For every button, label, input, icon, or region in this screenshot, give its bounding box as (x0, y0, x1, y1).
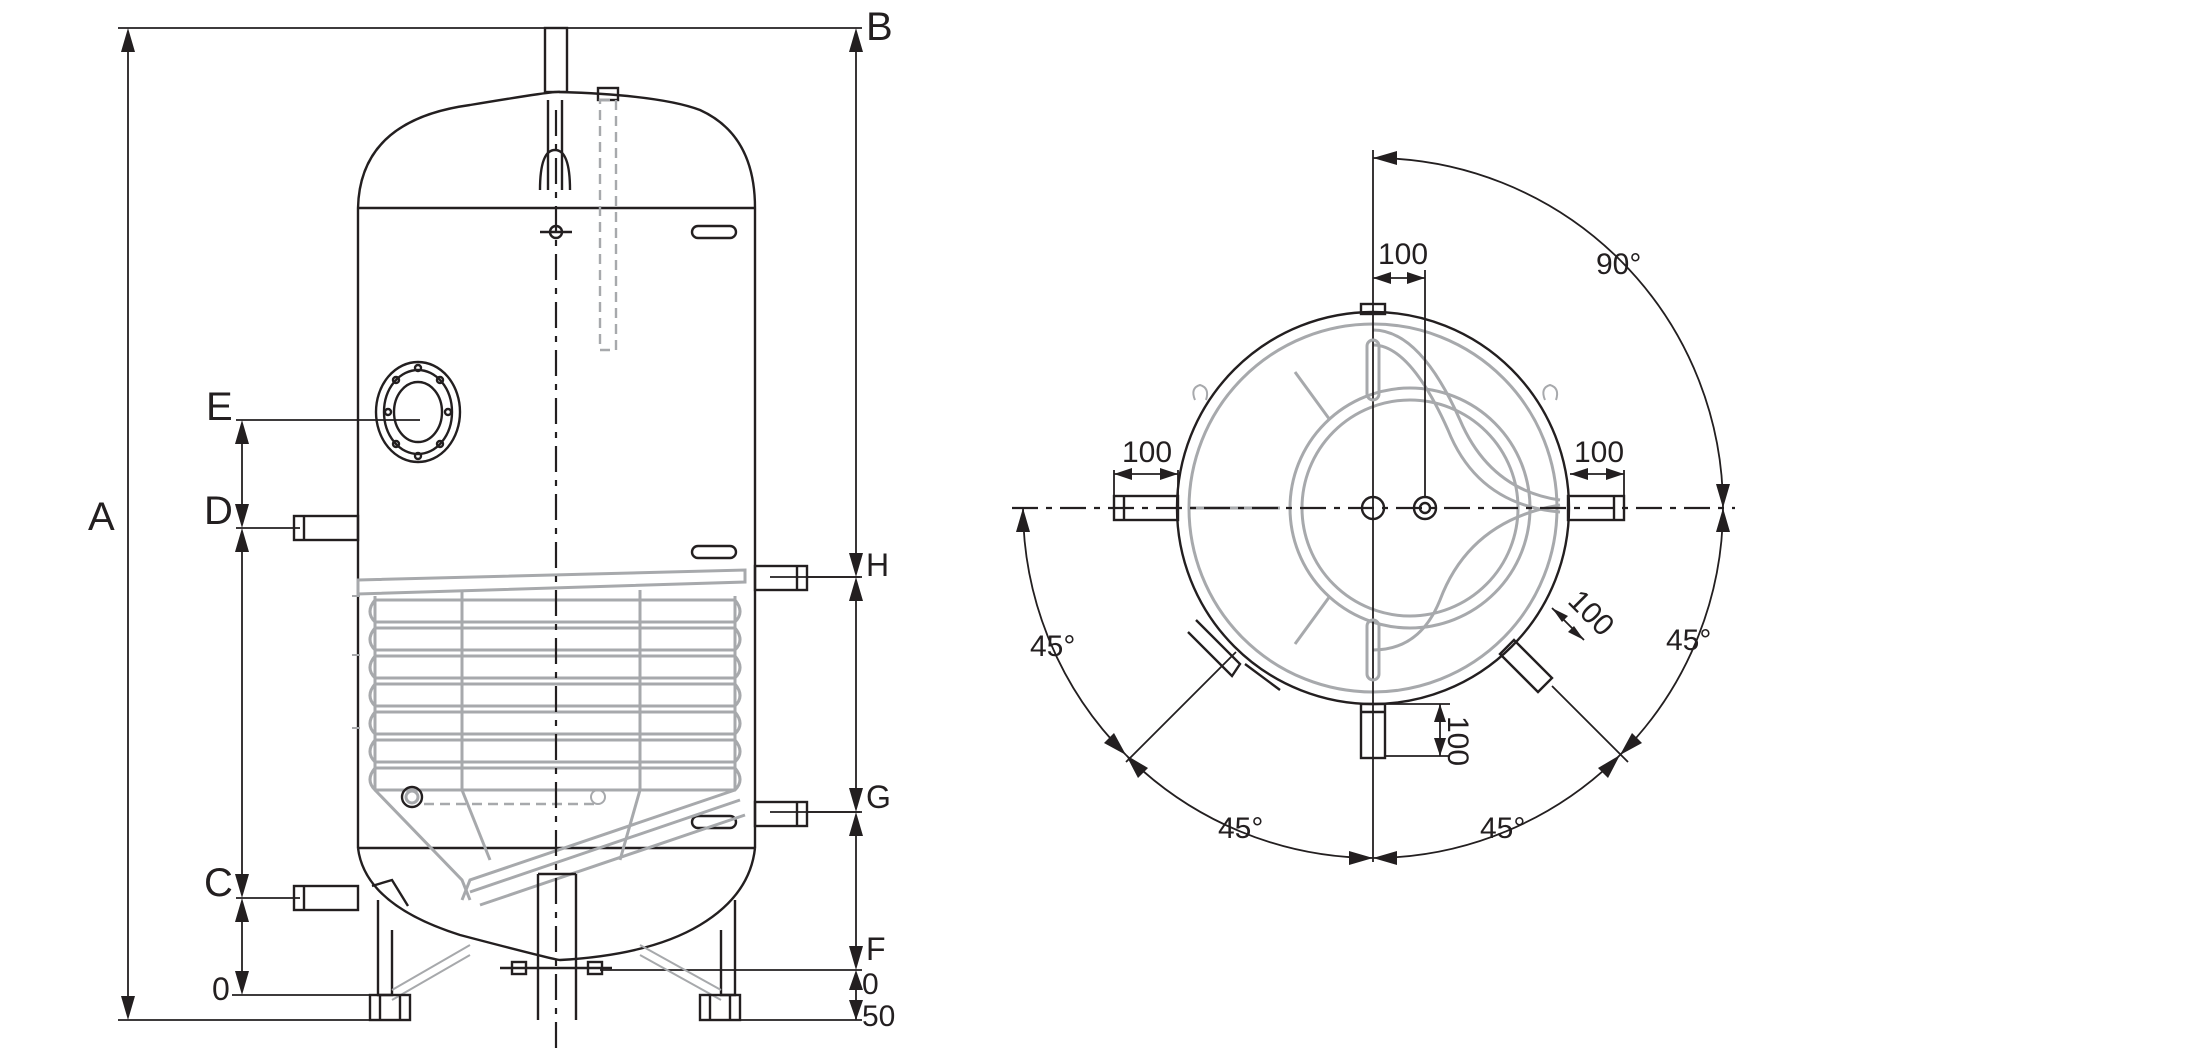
label-zero-left: 0 (212, 971, 230, 1007)
sensor-well (596, 86, 620, 352)
angle-top-right-label: 90° (1596, 248, 1641, 281)
dim-left-offset: 100 (1113, 436, 1179, 496)
dimension-chain-left (232, 419, 420, 996)
angle-bottom-left-label: 45° (1218, 812, 1263, 845)
top-view-lugs (1192, 383, 1559, 401)
manhole-flange (374, 360, 462, 464)
top-view-left-nozzle (1112, 494, 1180, 522)
label-a: A (88, 495, 115, 539)
angle-right-label: 45° (1666, 624, 1711, 657)
side-view: A B E D C 0 H G F 0 50 (88, 5, 895, 1048)
tank-legs (368, 900, 742, 1022)
top-view: 100 100 100 100 (1012, 150, 1735, 865)
bottom-pipe (500, 872, 612, 1020)
nozzle-c (292, 878, 410, 912)
heating-coil (352, 568, 747, 907)
top-view-top-nozzle (1359, 302, 1387, 682)
label-d: D (204, 489, 233, 533)
label-base-height: 50 (862, 1000, 895, 1033)
dimension-line-b (849, 28, 863, 577)
angle-left-label: 45° (1030, 630, 1075, 663)
dim-top-offset: 100 (1373, 238, 1428, 284)
nozzle-g (753, 800, 860, 828)
dimension-line-a (118, 27, 862, 1021)
top-view-center-port (1360, 495, 1386, 521)
top-view-bottom-nozzle (1359, 702, 1387, 760)
label-g: G (866, 779, 891, 815)
dim-bottom-offset: 100 (1385, 703, 1474, 766)
dim-right-offset: 100 (1570, 436, 1625, 496)
dim-diagonal-offset-label: 100 (1562, 584, 1621, 643)
label-c: C (204, 861, 233, 905)
angle-bottom-right-label: 45° (1480, 812, 1525, 845)
side-slots (690, 224, 738, 830)
dim-diagonal-offset: 100 (1551, 584, 1621, 643)
label-e: E (206, 385, 233, 429)
dim-bottom-offset-label: 100 (1441, 716, 1474, 766)
label-h: H (866, 547, 889, 583)
top-view-right-nozzle (1566, 494, 1626, 522)
nozzle-d (292, 514, 360, 542)
label-f: F (866, 931, 886, 967)
label-zero-right: 0 (862, 968, 879, 1001)
dim-top-offset-label: 100 (1378, 238, 1428, 271)
label-b: B (866, 5, 893, 49)
dim-right-offset-label: 100 (1574, 436, 1624, 469)
top-nozzle (543, 26, 569, 94)
dim-left-offset-label: 100 (1122, 436, 1172, 469)
nozzle-h (753, 564, 860, 592)
angle-arcs (1016, 151, 1730, 865)
heater-element (400, 785, 606, 809)
top-view-diagonal-nozzle (1187, 619, 1554, 694)
